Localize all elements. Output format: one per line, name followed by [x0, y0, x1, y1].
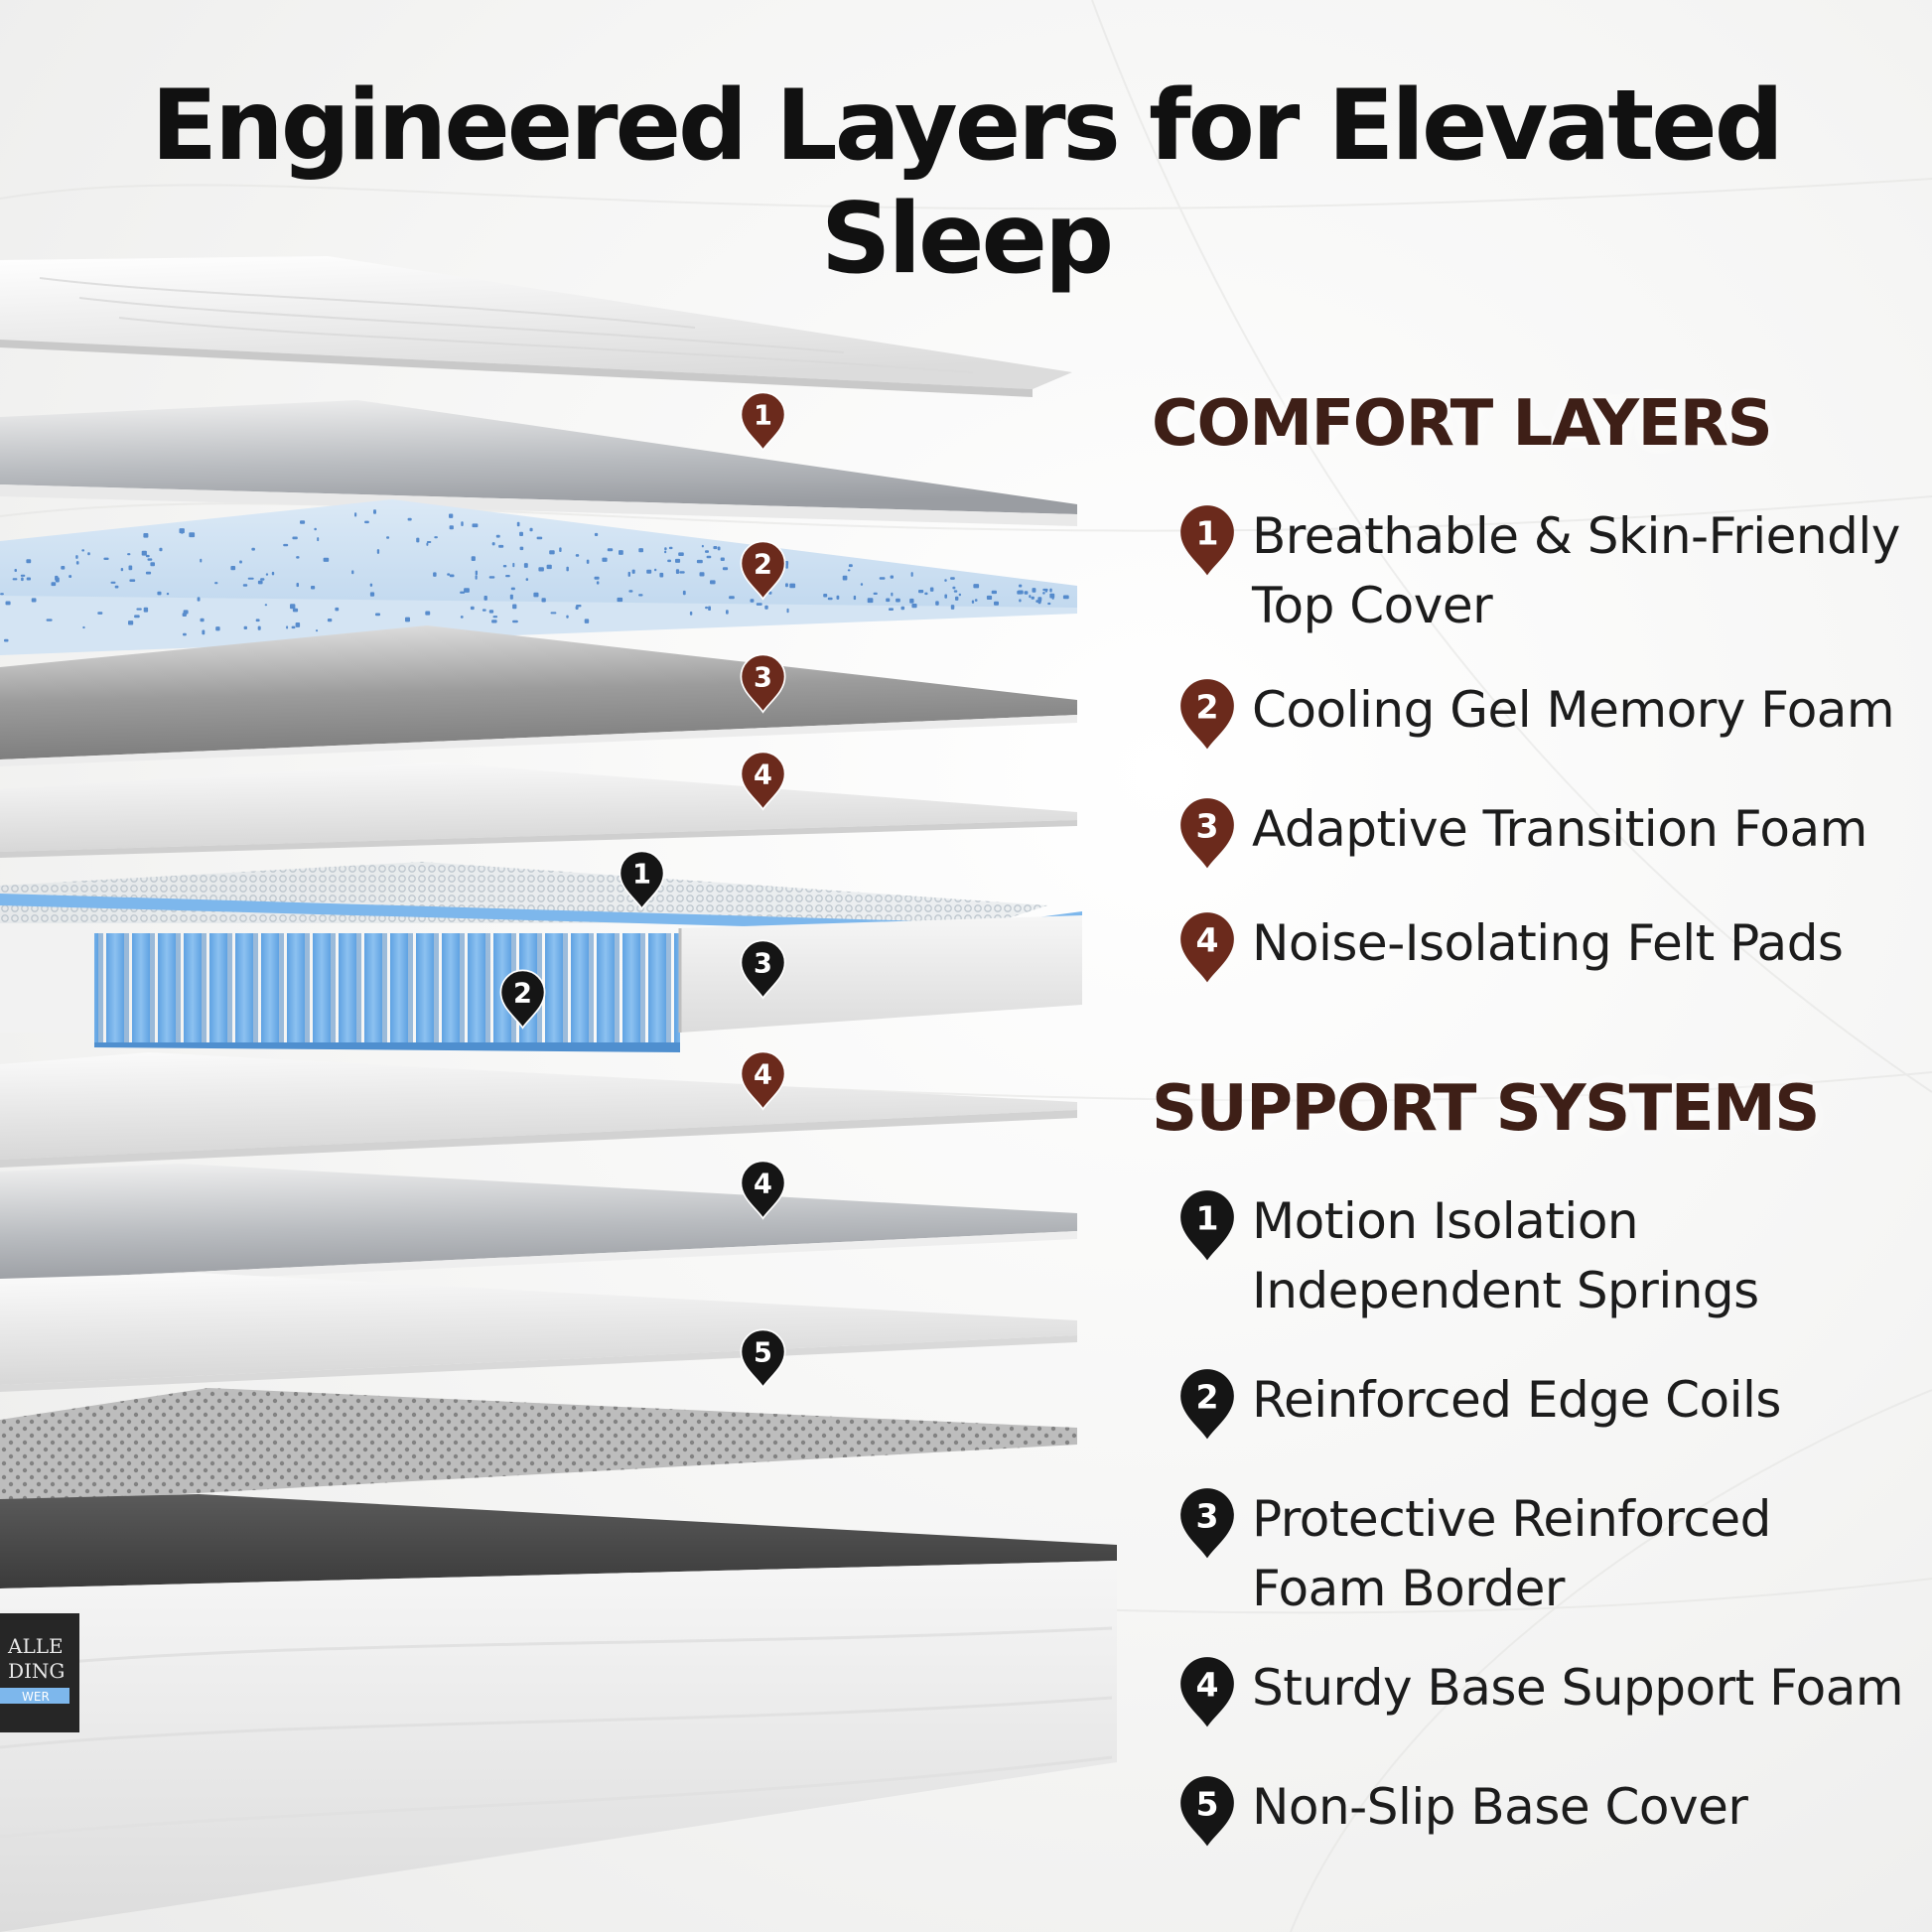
support-feature-text: Sturdy Base Support Foam — [1252, 1653, 1904, 1723]
illustration-pin-comfort-1: 1 — [740, 391, 786, 452]
comfort-feature-text: Adaptive Transition Foam — [1252, 794, 1867, 864]
feature-text-line: Sturdy Base Support Foam — [1252, 1659, 1904, 1717]
layer-felt-lower — [0, 1052, 1077, 1160]
location-pin-icon: 3 — [1176, 1484, 1242, 1564]
illustration-pin-number: 1 — [632, 860, 651, 891]
brand-label — [0, 1613, 79, 1732]
support-feature-item: 2 Reinforced Edge Coils — [1176, 1365, 1931, 1445]
illustration-pin-comfort-3: 3 — [740, 653, 786, 714]
support-feature-text: Reinforced Edge Coils — [1252, 1365, 1781, 1435]
feature-text-line: Independent Springs — [1252, 1262, 1759, 1319]
location-pin-icon: 2 — [1176, 1365, 1242, 1445]
feature-text-line: Noise-Isolating Felt Pads — [1252, 914, 1844, 972]
feature-text-line: Cooling Gel Memory Foam — [1252, 681, 1895, 739]
feature-text-line: Top Cover — [1252, 577, 1493, 634]
comfort-pin-number: 2 — [1196, 687, 1219, 726]
mattress-base: ALLE DING WER — [0, 1494, 1117, 1932]
location-pin-icon: 1 — [1176, 501, 1242, 581]
layer-gray-foam — [0, 400, 1077, 514]
illustration-pin-support-5: 5 — [740, 1328, 786, 1389]
support-pin-number: 1 — [1196, 1198, 1219, 1237]
illustration-pin-number: 4 — [754, 1060, 772, 1091]
location-pin-icon: 4 — [1176, 1653, 1242, 1732]
illustration-pin-support-2: 2 — [499, 969, 546, 1030]
support-pin-number: 5 — [1196, 1784, 1219, 1823]
feature-text-line: Reinforced Edge Coils — [1252, 1371, 1781, 1429]
illustration-pin-comfort-4: 4 — [740, 1050, 786, 1111]
support-pin-number: 2 — [1196, 1377, 1219, 1416]
feature-text-line: Breathable & Skin-Friendly — [1252, 507, 1900, 565]
illustration-pin-number: 4 — [754, 760, 772, 791]
feature-text-line: Foam Border — [1252, 1560, 1565, 1617]
layer-base-foam — [0, 1164, 1077, 1281]
illustration-pin-number: 3 — [754, 663, 772, 694]
support-feature-item: 4 Sturdy Base Support Foam — [1176, 1653, 1931, 1732]
support-systems-title: SUPPORT SYSTEMS — [1152, 1072, 1820, 1146]
comfort-pin-number: 3 — [1196, 806, 1219, 845]
comfort-feature-text: Cooling Gel Memory Foam — [1252, 675, 1895, 745]
illustration-pin-number: 3 — [754, 949, 772, 980]
comfort-pin-number: 1 — [1196, 513, 1219, 552]
location-pin-icon: 4 — [1176, 908, 1242, 988]
location-pin-icon: 5 — [1176, 1772, 1242, 1852]
illustration-pin-support-1: 1 — [619, 850, 665, 910]
support-pin-number: 3 — [1196, 1496, 1219, 1535]
layer-base-cover-sheet — [0, 1273, 1077, 1385]
feature-text-line: Adaptive Transition Foam — [1252, 800, 1867, 858]
location-pin-icon: 1 — [1176, 1186, 1242, 1266]
feature-text-line: Motion Isolation — [1252, 1192, 1639, 1250]
comfort-feature-item: 4 Noise-Isolating Felt Pads — [1176, 908, 1931, 988]
illustration-pin-number: 4 — [754, 1170, 772, 1200]
illustration-pin-number: 2 — [513, 979, 532, 1010]
headline: Engineered Layers for Elevated Sleep — [151, 69, 1784, 296]
comfort-layers-title: COMFORT LAYERS — [1152, 387, 1773, 461]
comfort-feature-text: Noise-Isolating Felt Pads — [1252, 908, 1844, 978]
comfort-feature-item: 3 Adaptive Transition Foam — [1176, 794, 1931, 874]
illustration-pin-number: 2 — [754, 550, 772, 581]
brand-label-text-1: ALLE — [7, 1634, 64, 1658]
location-pin-icon: 2 — [1176, 675, 1242, 755]
layer-felt-pad — [0, 762, 1077, 852]
feature-text-line: Non-Slip Base Cover — [1252, 1778, 1748, 1836]
illustration-pin-support-4: 4 — [740, 1160, 786, 1220]
comfort-feature-item: 2 Cooling Gel Memory Foam — [1176, 675, 1931, 755]
illustration-pin-comfort-2: 2 — [740, 540, 786, 601]
illustration-pin-support-3: 3 — [740, 939, 786, 1000]
layer-top-cover — [0, 256, 1072, 389]
brand-label-text-2: DING — [8, 1659, 65, 1683]
spring-unit — [0, 862, 1082, 1052]
brand-label-text-3: WER — [22, 1690, 50, 1704]
illustration-pin-comfort-4: 4 — [740, 751, 786, 811]
feature-text-line: Protective Reinforced — [1252, 1490, 1771, 1548]
illustration-pin-number: 1 — [754, 401, 772, 432]
comfort-pin-number: 4 — [1196, 920, 1219, 959]
location-pin-icon: 3 — [1176, 794, 1242, 874]
illustration-pin-number: 5 — [754, 1338, 772, 1369]
support-feature-item: 5 Non-Slip Base Cover — [1176, 1772, 1931, 1852]
support-pin-number: 4 — [1196, 1665, 1219, 1704]
support-feature-text: Non-Slip Base Cover — [1252, 1772, 1748, 1842]
